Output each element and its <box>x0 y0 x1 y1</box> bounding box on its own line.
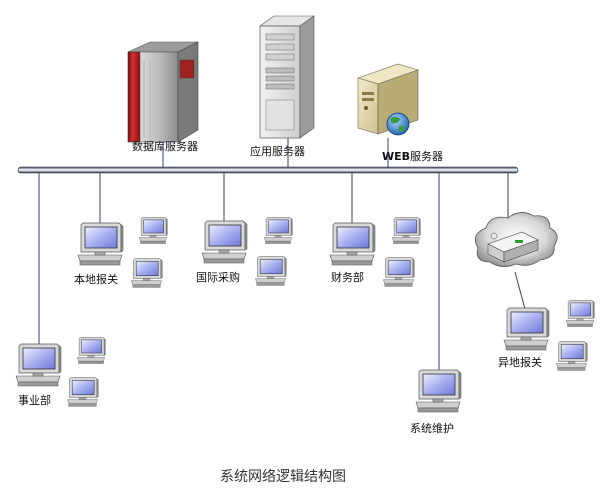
computer-icon <box>383 257 415 287</box>
globe-icon <box>386 112 410 136</box>
database-server-icon <box>127 41 199 143</box>
computer-icon <box>15 343 62 387</box>
remote-customs-label: 异地报关 <box>498 355 542 369</box>
cloud-router-icon <box>474 212 558 267</box>
computer-icon <box>556 341 588 371</box>
computer-icon <box>255 256 287 286</box>
network-backbone <box>17 166 519 174</box>
local-customs-group: 本地报关 <box>74 217 168 288</box>
computer-icon <box>329 222 376 266</box>
diagram-caption: 系统网络逻辑结构图 <box>220 469 346 485</box>
computer-icon <box>391 217 421 244</box>
computer-icon <box>263 217 293 244</box>
computer-icon <box>76 337 106 364</box>
web-server-label: WEB服务器 <box>382 150 443 163</box>
computer-icon <box>565 300 595 327</box>
application-server-label: 应用服务器 <box>250 144 305 158</box>
local-customs-label: 本地报关 <box>74 272 118 286</box>
finance-label: 财务部 <box>331 270 364 284</box>
computer-icon <box>138 217 168 244</box>
web-server-icon <box>357 63 419 135</box>
business-group: 事业部 <box>15 337 106 407</box>
maintenance-label: 系统维护 <box>410 421 454 435</box>
computer-icon <box>131 258 163 288</box>
intl-purchase-group: 国际采购 <box>196 217 293 286</box>
computer-icon <box>415 369 462 413</box>
remote-customs-group: 异地报关 <box>498 300 595 371</box>
computer-icon <box>503 307 550 351</box>
database-server-label: 数据库服务器 <box>132 139 198 153</box>
computer-icon <box>201 220 248 264</box>
finance-group: 财务部 <box>329 217 421 287</box>
drop-lines <box>38 173 526 370</box>
server-links <box>162 138 389 170</box>
business-label: 事业部 <box>18 393 51 407</box>
computer-icon <box>77 222 124 266</box>
application-server-icon <box>259 15 315 139</box>
computer-icon <box>67 377 99 407</box>
intl-purchase-label: 国际采购 <box>196 270 240 284</box>
maintenance-group: 系统维护 <box>410 369 462 435</box>
